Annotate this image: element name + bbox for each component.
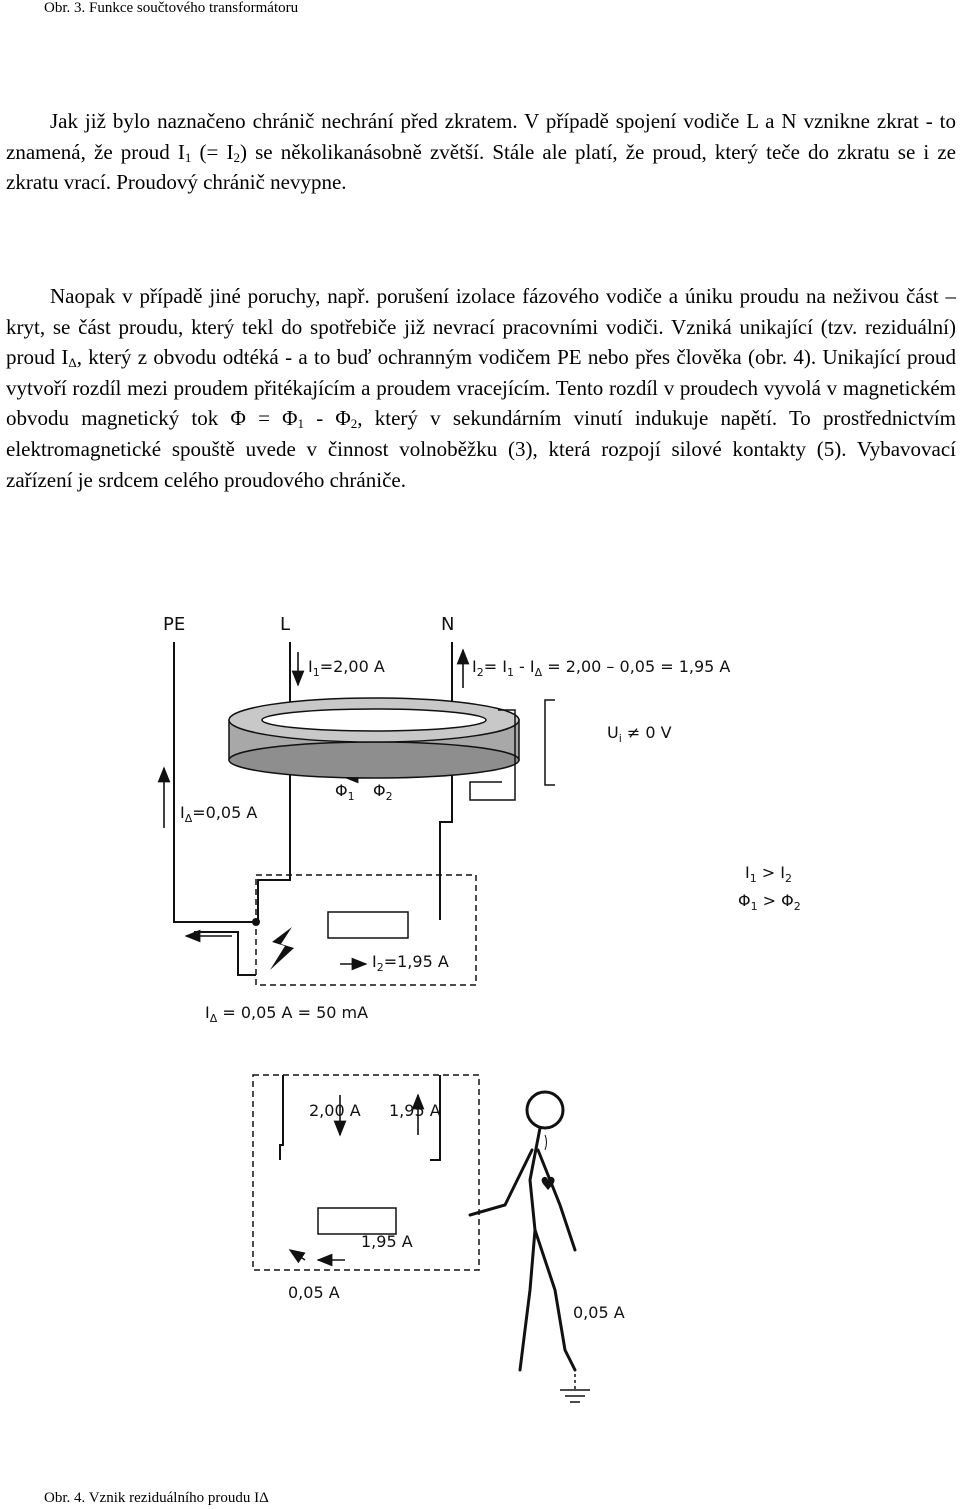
heart-icon: ♥ <box>540 1174 556 1195</box>
label-compare-phi: Φ1 > Φ2 <box>738 891 801 913</box>
label-2-00a: 2,00 A <box>309 1101 361 1120</box>
p1-text-a: Jak již bylo naznačeno chránič nechrání … <box>6 109 956 164</box>
figure-caption-bottom: Obr. 4. Vznik reziduálního proudu IΔ <box>44 1490 269 1506</box>
toroid-core <box>228 697 520 779</box>
secondary-winding <box>469 709 516 801</box>
p1-sub-1: 1 <box>184 149 192 165</box>
p2-sub-1: 1 <box>297 416 304 432</box>
label-compare-i: I1 > I2 <box>745 863 792 885</box>
load-resistor-2 <box>317 1207 397 1235</box>
label-i1: I1=2,00 A <box>308 657 385 679</box>
label-phi1: Φ1 <box>335 781 355 803</box>
paragraph-short-circuit: Jak již bylo naznačeno chránič nechrání … <box>6 106 956 198</box>
residual-current-diagram: PE L N <box>157 614 801 1403</box>
appliance-box-2 <box>252 1074 480 1271</box>
label-i2-formula: I2= I1 - IΔ = 2,00 – 0,05 = 1,95 A <box>472 657 730 679</box>
label-1-95a-top: 1,95 A <box>389 1101 441 1120</box>
label-ui: Ui ≠ 0 V <box>607 723 672 745</box>
label-phi2: Φ2 <box>373 781 393 803</box>
p2-sub-2: 2 <box>350 416 358 432</box>
ground-symbol-icon <box>560 1374 590 1403</box>
label-pe: PE <box>163 614 185 635</box>
label-idelta: IΔ=0,05 A <box>180 803 257 825</box>
p2-text-b: , který z obvodu odtéká - a to buď ochra… <box>6 345 956 431</box>
current-arrows-2 <box>288 1093 425 1267</box>
load-resistor <box>327 911 409 939</box>
label-n: N <box>441 614 454 635</box>
figure-caption-top: Obr. 3. Funkce součtového transformátoru <box>44 0 299 16</box>
p1-text-b: (= I <box>191 139 234 164</box>
circuit-wires <box>173 642 453 976</box>
p2-text-d: , který v sekundárním vinutí indukuje na… <box>6 406 957 492</box>
circuit-wires-2 <box>279 1075 441 1161</box>
p2-text-a: Naopak v případě jiné poruchy, např. por… <box>6 284 956 370</box>
p1-sub-2: 2 <box>233 149 240 165</box>
body-path-dash <box>544 1134 547 1151</box>
p1-text-c: ) se několikanásobně zvětší. Stále ale p… <box>6 139 956 195</box>
paragraph-residual-current: Naopak v případě jiné poruchy, např. por… <box>6 281 956 495</box>
voltage-bracket <box>544 699 555 786</box>
fault-point <box>252 918 260 926</box>
label-0-05a: 0,05 A <box>288 1283 340 1302</box>
label-1-95a: 1,95 A <box>361 1232 413 1251</box>
p2-sub-delta: Δ <box>68 355 77 371</box>
appliance-box <box>255 874 477 986</box>
label-leak-current: IΔ = 0,05 A = 50 mA <box>205 1003 368 1025</box>
p2-text-c: - Φ <box>303 406 351 431</box>
fault-bolt-icon <box>270 927 294 970</box>
person-figure <box>468 1090 577 1372</box>
label-i2-load: I2=1,95 A <box>372 952 449 974</box>
label-0-05a-body: 0,05 A <box>573 1303 625 1322</box>
label-l: L <box>280 614 290 635</box>
